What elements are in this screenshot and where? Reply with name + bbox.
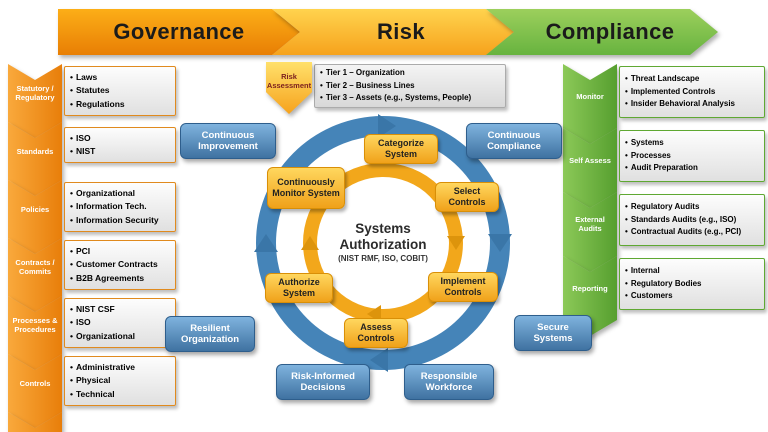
outcome-responsible-workforce: Responsible Workforce: [404, 364, 494, 400]
list-item: Internal: [625, 265, 761, 277]
outcome-secure-systems: Secure Systems: [514, 315, 592, 351]
cycle-arrow-icon: [254, 234, 278, 252]
chevron-monitor: Monitor: [563, 64, 617, 144]
list-item: Statutes: [70, 84, 172, 97]
list-item: Standards Audits (e.g., ISO): [625, 214, 761, 226]
banner-risk-label: Risk: [376, 19, 426, 44]
chevron-label: Monitor: [576, 91, 604, 101]
list-item: Customers: [625, 290, 761, 302]
box-external-audits-items: Regulatory Audits Standards Audits (e.g.…: [619, 194, 765, 246]
list-item: ISO: [70, 132, 172, 145]
list-item: Organizational: [70, 330, 172, 343]
list-item: Customer Contracts: [70, 258, 172, 271]
outcome-continuous-compliance: Continuous Compliance: [466, 123, 562, 159]
center-title: Systems Authorization: [339, 221, 427, 252]
cycle-arrow-icon: [488, 234, 512, 252]
outcome-resilient-organization: Resilient Organization: [165, 316, 255, 352]
chevron-label: Self Assess: [569, 155, 611, 165]
banner-compliance-label: Compliance: [545, 19, 675, 44]
box-self-assess-items: Systems Processes Audit Preparation: [619, 130, 765, 182]
chevron-statutory-regulatory: Statutory / Regulatory: [8, 64, 62, 138]
list-item: Threat Landscape: [625, 73, 761, 85]
cycle-arrow-icon: [378, 114, 396, 138]
step-assess-controls: Assess Controls: [344, 318, 408, 348]
list-item: Tier 2 – Business Lines: [320, 80, 502, 92]
box-contracts-items: PCI Customer Contracts B2B Agreements: [64, 240, 176, 290]
chevron-label: Controls: [19, 378, 51, 388]
list-item: Laws: [70, 71, 172, 84]
list-item: Regulations: [70, 98, 172, 111]
chevron-contracts-commits: Contracts / Commits: [8, 238, 62, 312]
list-item: B2B Agreements: [70, 272, 172, 285]
chevron-label: Reporting: [572, 283, 608, 293]
list-item: Contractual Audits (e.g., PCI): [625, 226, 761, 238]
list-item: Technical: [70, 388, 172, 401]
chevron-label: Standards: [16, 146, 54, 156]
chevron-tail: [8, 412, 62, 432]
box-risk-tiers: Tier 1 – Organization Tier 2 – Business …: [314, 64, 506, 108]
step-continuously-monitor-system: Continuously Monitor System: [267, 167, 345, 209]
chevron-processes-procedures: Processes & Procedures: [8, 296, 62, 370]
box-monitor-items: Threat Landscape Implemented Controls In…: [619, 66, 765, 118]
outcome-risk-informed-decisions: Risk-Informed Decisions: [276, 364, 370, 400]
banner-risk: Risk: [272, 9, 514, 55]
cycle-arrow-icon: [447, 236, 465, 250]
step-select-controls: Select Controls: [435, 182, 499, 212]
banner-compliance: Compliance: [486, 9, 718, 55]
list-item: Information Security: [70, 214, 172, 227]
step-categorize-system: Categorize System: [364, 134, 438, 164]
chevron-label: Risk Assessment: [266, 72, 312, 90]
list-item: Regulatory Bodies: [625, 278, 761, 290]
outcome-continuous-improvement: Continuous Improvement: [180, 123, 276, 159]
chevron-controls: Controls: [8, 354, 62, 428]
chevron-policies: Policies: [8, 180, 62, 254]
chevron-external-audits: External Audits: [563, 192, 617, 272]
list-item: NIST CSF: [70, 303, 172, 316]
chevron-self-assess: Self Assess: [563, 128, 617, 208]
center-subtitle: (NIST RMF, ISO, COBIT): [338, 254, 428, 263]
chevron-label: Contracts / Commits: [15, 258, 55, 276]
chevron-label: Policies: [20, 204, 50, 214]
banner-governance-label: Governance: [113, 19, 245, 44]
box-standards-items: ISO NIST: [64, 127, 176, 163]
list-item: Regulatory Audits: [625, 201, 761, 213]
list-item: Administrative: [70, 361, 172, 374]
list-item: Organizational: [70, 187, 172, 200]
chevron-risk-assessment: Risk Assessment: [266, 62, 312, 114]
chevron-label: Processes & Procedures: [12, 316, 58, 334]
chevron-standards: Standards: [8, 122, 62, 196]
list-item: Physical: [70, 374, 172, 387]
step-implement-controls: Implement Controls: [428, 272, 498, 302]
box-reporting-items: Internal Regulatory Bodies Customers: [619, 258, 765, 310]
chevron-label: External Audits: [575, 215, 605, 233]
cycle-arrow-icon: [370, 348, 388, 372]
step-authorize-system: Authorize System: [265, 273, 333, 303]
list-item: PCI: [70, 245, 172, 258]
chevron-label: Statutory / Regulatory: [15, 84, 55, 102]
list-item: Processes: [625, 150, 761, 162]
list-item: Information Tech.: [70, 200, 172, 213]
box-policies-items: Organizational Information Tech. Informa…: [64, 182, 176, 232]
banner-governance: Governance: [58, 9, 300, 55]
list-item: Implemented Controls: [625, 86, 761, 98]
box-statutory-items: Laws Statutes Regulations: [64, 66, 176, 116]
box-processes-items: NIST CSF ISO Organizational: [64, 298, 176, 348]
list-item: ISO: [70, 316, 172, 329]
cycle-arrow-icon: [301, 236, 319, 250]
list-item: NIST: [70, 145, 172, 158]
box-controls-items: Administrative Physical Technical: [64, 356, 176, 406]
list-item: Audit Preparation: [625, 162, 761, 174]
list-item: Insider Behavioral Analysis: [625, 98, 761, 110]
list-item: Systems: [625, 137, 761, 149]
list-item: Tier 3 – Assets (e.g., Systems, People): [320, 92, 502, 104]
list-item: Tier 1 – Organization: [320, 67, 502, 79]
